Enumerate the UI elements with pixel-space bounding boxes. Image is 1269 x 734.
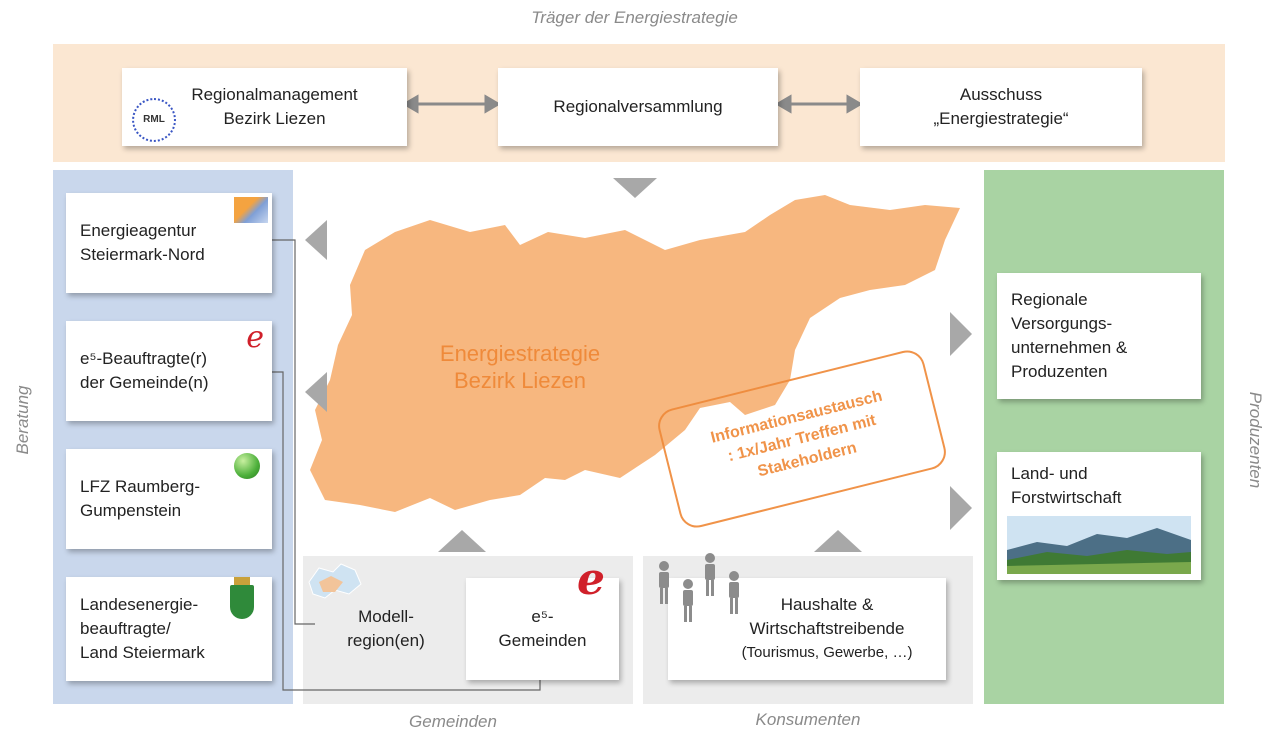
- arrow-down-top-icon: [613, 178, 657, 198]
- center-title: Energiestrategie Bezirk Liezen: [400, 340, 640, 394]
- e5-gemeinden-logo-icon: e: [577, 554, 605, 605]
- versorgungs-line2: Versorgungs-: [1011, 314, 1113, 333]
- gemeinden-label: Gemeinden: [409, 712, 497, 731]
- people-icon: [659, 553, 739, 622]
- steiermark-coat-of-arms-icon: [230, 577, 254, 619]
- konsumenten-label: Konsumenten: [755, 710, 861, 729]
- landwirtschaft-box: Land- und Forstwirtschaft: [997, 452, 1201, 580]
- energieagentur-box: Energieagentur Steiermark-Nord: [66, 193, 272, 293]
- energieagentur-line2: Steiermark-Nord: [80, 245, 205, 264]
- landscape-photo: [1007, 516, 1191, 574]
- regionalmanagement-box: RML Regionalmanagement Bezirk Liezen: [122, 68, 407, 146]
- double-arrow-left: [402, 94, 501, 114]
- landwirtschaft-line2: Forstwirtschaft: [1011, 488, 1122, 507]
- haushalte-line3: (Tourismus, Gewerbe, …): [741, 644, 913, 661]
- regionalmanagement-line2: Bezirk Liezen: [223, 109, 326, 128]
- e5-logo-icon: e: [246, 320, 264, 355]
- modellregion-map-icon: [305, 560, 365, 602]
- modellregion-box: Modell- region(en): [317, 578, 455, 680]
- e5-gemeinden-box: e e⁵- Gemeinden: [466, 556, 619, 680]
- haushalte-line2: Wirtschaftstreibende: [749, 619, 905, 638]
- modellregion-line2: region(en): [347, 631, 425, 650]
- e5-gemeinden-line1: e⁵-: [531, 607, 554, 626]
- rml-logo-text: RML: [143, 114, 165, 125]
- center-title-line2: Bezirk Liezen: [453, 368, 587, 393]
- modellregion-line1: Modell-: [358, 607, 414, 626]
- lfz-line1: LFZ Raumberg-: [80, 477, 200, 496]
- haushalte-line1: Haushalte &: [780, 595, 874, 614]
- regionalmanagement-line1: Regionalmanagement: [191, 85, 358, 104]
- ausschuss-line2: „Energiestrategie“: [933, 109, 1069, 128]
- energieagentur-line1: Energieagentur: [80, 221, 197, 240]
- center-title-line1: Energiestrategie: [439, 341, 601, 366]
- ausschuss-line1: Ausschuss: [959, 85, 1043, 104]
- arrow-left-upper-icon: [305, 220, 327, 260]
- haushalte-box: Haushalte & Wirtschaftstreibende (Touris…: [668, 578, 946, 680]
- arrow-left-lower-icon: [305, 372, 327, 412]
- top-label: Träger der Energiestrategie: [531, 8, 738, 27]
- regionalversammlung-box: Regionalversammlung: [498, 68, 778, 146]
- right-band: [984, 170, 1224, 704]
- arrow-up-gemeinden-icon: [438, 530, 486, 552]
- arrow-right-lower-icon: [950, 486, 972, 530]
- lfz-line2: Gumpenstein: [80, 501, 182, 520]
- e5-gemeinden-line2: Gemeinden: [498, 631, 587, 650]
- landesenergie-line1: Landesenergie-: [80, 595, 199, 614]
- ausschuss-box: Ausschuss „Energiestrategie“: [860, 68, 1142, 146]
- arrow-right-upper-icon: [950, 312, 972, 356]
- e5-beauftragte-line2: der Gemeinde(n): [80, 373, 209, 392]
- landesenergie-box: Landesenergie- beauftragte/ Land Steierm…: [66, 577, 272, 681]
- energieagentur-logo: [234, 197, 268, 223]
- e5-beauftragte-line1: e⁵-Beauftragte(r): [80, 349, 208, 368]
- e5-beauftragte-box: e e⁵-Beauftragte(r) der Gemeinde(n): [66, 321, 272, 421]
- landwirtschaft-line1: Land- und: [1011, 464, 1088, 483]
- lfz-logo-icon: [234, 453, 260, 479]
- landesenergie-line2: beauftragte/: [80, 619, 171, 638]
- lfz-box: LFZ Raumberg- Gumpenstein: [66, 449, 272, 549]
- rml-logo: RML: [132, 98, 176, 142]
- arrow-up-konsumenten-icon: [814, 530, 862, 552]
- versorgungs-line3: unternehmen &: [1011, 338, 1128, 357]
- versorgungs-box: Regionale Versorgungs- unternehmen & Pro…: [997, 273, 1201, 399]
- regionalversammlung-label: Regionalversammlung: [553, 97, 723, 116]
- double-arrow-right: [775, 94, 863, 114]
- versorgungs-line4: Produzenten: [1011, 362, 1108, 381]
- versorgungs-line1: Regionale: [1011, 290, 1088, 309]
- landesenergie-line3: Land Steiermark: [80, 643, 205, 662]
